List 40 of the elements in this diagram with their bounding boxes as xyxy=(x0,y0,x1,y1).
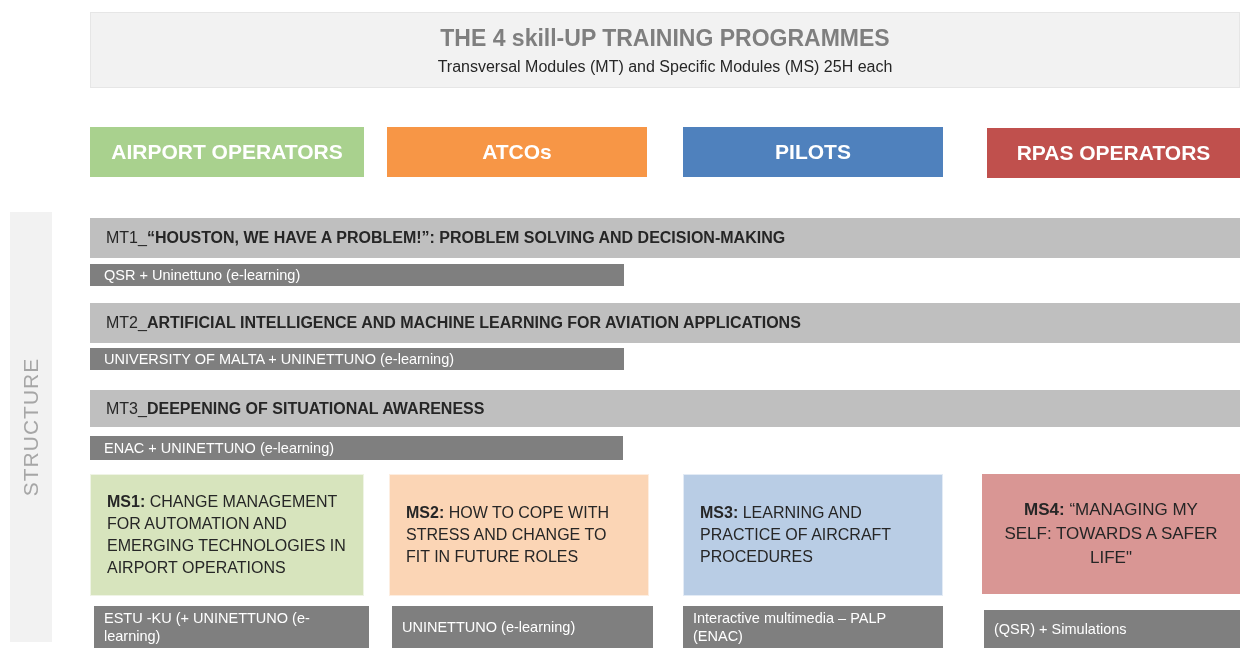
provider-text: ENAC + UNINETTUNO (e-learning) xyxy=(104,440,336,456)
programme-header xyxy=(387,127,647,177)
module-card xyxy=(90,474,364,596)
programme-header xyxy=(987,128,1240,178)
module-card xyxy=(683,474,943,596)
provider-text: UNINETTUNO (e-learning) xyxy=(402,618,577,636)
header-text: PILOTS xyxy=(775,140,851,164)
subtitle-text: Transversal Modules (MT) and Specific Modules (MS) 25H each xyxy=(437,57,893,76)
module-title: MT1_“HOUSTON, WE HAVE A PROBLEM!”: PROBLEM SOLVING AND DECISION-MAKING xyxy=(106,229,787,247)
module-bar xyxy=(90,303,1240,343)
provider-bar xyxy=(683,606,943,648)
provider-text: ESTU -KU (+ UNINETTUNO (e-learning) xyxy=(104,609,311,645)
title-text: THE 4 skill-UP TRAINING PROGRAMMES xyxy=(440,24,890,52)
provider-text: (QSR) + Simulations xyxy=(994,620,1128,638)
provider-bar xyxy=(392,606,653,648)
header-text: ATCOs xyxy=(482,140,552,164)
module-title: MT3_DEEPENING OF SITUATIONAL AWARENESS xyxy=(106,399,486,418)
module-bar xyxy=(90,390,1240,427)
module-title: MS1: CHANGE MANAGEMENT FOR AUTOMATION AND EMERGING TECHNOLOGIES IN AIRPORT OPERATIONS xyxy=(107,492,347,578)
provider-bar xyxy=(94,606,369,648)
module-bar xyxy=(90,218,1240,258)
provider-text: Interactive multimedia – PALP (ENAC) xyxy=(693,609,887,645)
module-title: MT2_ARTIFICIAL INTELLIGENCE AND MACHINE LEARNING FOR AVIATION APPLICATIONS xyxy=(106,314,802,332)
provider-text: UNIVERSITY OF MALTA + UNINETTUNO (e-learning) xyxy=(104,351,456,367)
programme-header xyxy=(683,127,943,177)
provider-bar xyxy=(90,264,624,286)
provider-text: QSR + Uninettuno (e-learning) xyxy=(104,267,302,283)
module-card xyxy=(982,474,1240,594)
header-text: RPAS OPERATORS xyxy=(1016,141,1211,165)
provider-bar xyxy=(90,348,624,370)
side-label: STRUCTURE xyxy=(19,357,43,497)
provider-bar xyxy=(90,436,623,460)
module-title: MS3: LEARNING AND PRACTICE OF AIRCRAFT PROCEDURES xyxy=(700,503,892,567)
module-title: MS4: “MANAGING MY SELF: TOWARDS A SAFER LIFE" xyxy=(1003,499,1219,569)
header-text: AIRPORT OPERATORS xyxy=(111,140,343,164)
module-title: MS2: HOW TO COPE WITH STRESS AND CHANGE TO FIT IN FUTURE ROLES xyxy=(406,503,610,567)
programme-header xyxy=(90,127,364,177)
title-banner xyxy=(90,12,1240,88)
module-card xyxy=(389,474,649,596)
provider-bar xyxy=(984,610,1240,648)
